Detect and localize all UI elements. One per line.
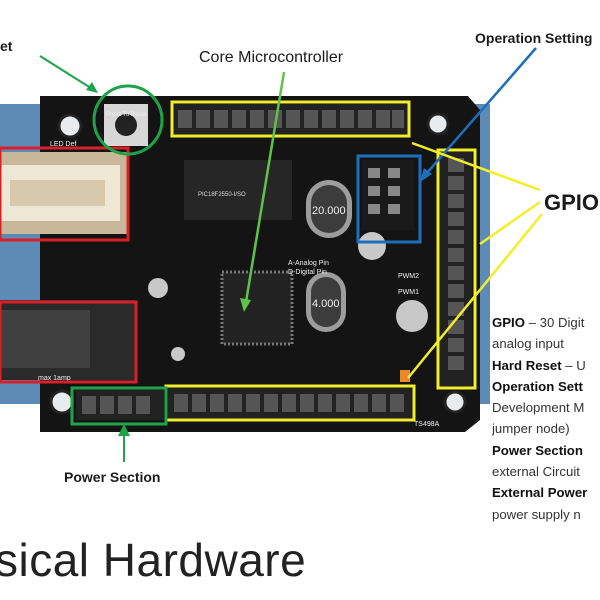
desc-line: Hard Reset – U: [492, 357, 586, 373]
pwm1-text: PWM1: [398, 289, 419, 296]
callout-usb: [0, 146, 130, 242]
max-lamp-text: max 1amp: [38, 375, 71, 382]
chip-main-text: PIC18F2550-I/SO: [198, 192, 246, 198]
leader-gpio-2: [479, 200, 541, 246]
description-block: GPIO – 30 Digit analog input Hard Reset …: [492, 312, 600, 525]
desc-line: external Circuit: [492, 464, 580, 480]
crystal-1-text: 20.000: [312, 205, 346, 217]
leader-reset: [39, 55, 95, 91]
desc-line: jumper node): [492, 421, 570, 437]
capacitor: [148, 278, 168, 298]
callout-jumpers: [356, 154, 422, 244]
board-id-text: TS498A: [414, 421, 440, 428]
capacitor: [171, 347, 185, 361]
callout-dc-jack: [0, 300, 138, 384]
capacitor: [358, 232, 386, 260]
mount-hole: [443, 390, 467, 414]
desc-line: Operation Sett: [492, 378, 583, 394]
gpio-label: GPIO: [544, 190, 600, 215]
mount-hole: [426, 112, 450, 136]
desc-line: Power Section: [492, 442, 583, 458]
hard-reset-label: et: [0, 38, 13, 54]
analog-pin-text: A-Analog Pin: [288, 260, 329, 267]
desc-line: GPIO – 30 Digit: [492, 315, 585, 330]
capacitor: [396, 300, 428, 332]
leader-operation: [425, 47, 537, 175]
desc-line: Development M: [492, 400, 585, 416]
crystal-2-text: 4.000: [312, 298, 340, 310]
callout-right-header: [436, 148, 477, 390]
main-chip: [184, 160, 292, 220]
press-to-reset-text: Press To Reset: [106, 112, 147, 118]
operation-settings-label: Operation Setting: [475, 30, 593, 46]
desc-line: analog input: [492, 336, 564, 352]
pwm2-text: PWM2: [398, 273, 419, 280]
callout-top-header: [170, 100, 411, 138]
leader-gpio-3: [407, 213, 543, 379]
core-microcontroller-label: Core Microcontroller: [199, 49, 344, 66]
desc-line: power supply n: [492, 506, 581, 522]
digital-pin-text: D-Digital Pin: [288, 269, 327, 276]
power-section-label: Power Section: [64, 469, 161, 485]
mount-hole: [49, 389, 75, 415]
leader-core: [244, 71, 286, 303]
led: [400, 370, 410, 382]
leader-gpio-1: [411, 141, 541, 192]
callout-power-header: [70, 386, 168, 426]
desc-line: External Power: [492, 485, 588, 501]
slide-title: sical Hardware: [0, 534, 307, 586]
mount-hole: [57, 113, 83, 139]
qfp-chip: [220, 270, 294, 346]
callout-reset: [92, 84, 164, 156]
led-def-text: LED Def: [50, 141, 77, 148]
